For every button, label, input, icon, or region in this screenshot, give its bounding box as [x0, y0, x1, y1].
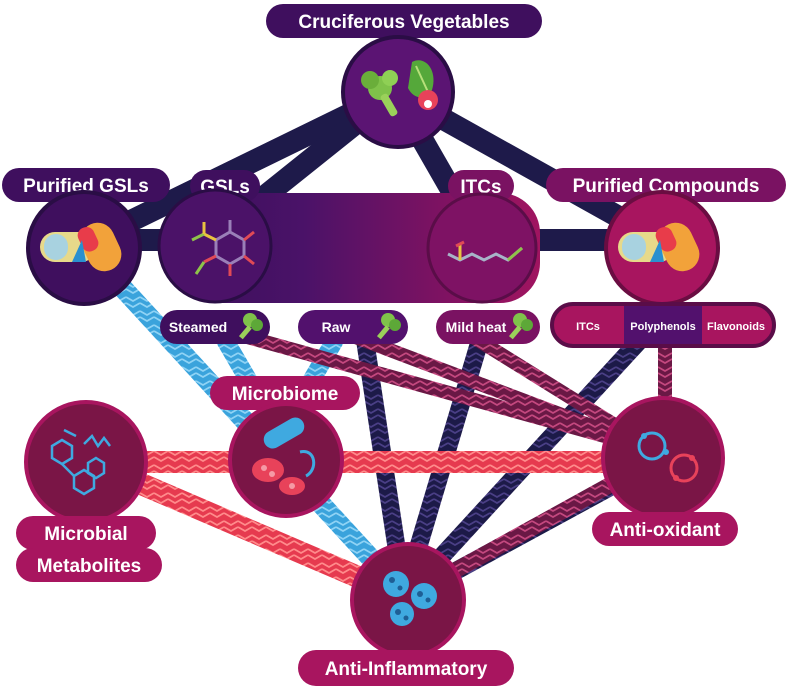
node-cruciferous[interactable]: Cruciferous Vegetables: [266, 4, 542, 149]
cruciferous-circle: [341, 35, 455, 149]
microbiome-label: Microbiome: [232, 384, 339, 405]
node-purified-compounds[interactable]: Purified Compounds: [546, 168, 786, 306]
node-itcs[interactable]: ITCs: [426, 170, 538, 304]
bacteria-icon: [252, 417, 316, 495]
preparation-raw[interactable]: Raw: [298, 310, 408, 344]
vegetables-icon: [361, 60, 438, 117]
microbiome-circle: [228, 402, 344, 518]
mild-heat-label: Mild heat: [446, 319, 507, 335]
broccoli-icon: [508, 313, 533, 340]
capsule-icon: [618, 222, 700, 272]
node-purified-gsls[interactable]: Purified GSLs: [2, 168, 170, 306]
capsule-icon: [40, 222, 122, 272]
broccoli-icon: [376, 313, 401, 340]
purified-compounds-label-pill: [546, 168, 786, 202]
node-anti-inflammatory[interactable]: Anti-Inflammatory: [298, 542, 514, 686]
anti-oxidant-circle: [601, 396, 725, 520]
cells-icon: [383, 571, 437, 626]
cruciferous-label-pill: [266, 4, 542, 38]
molecule-icon: [191, 220, 255, 276]
itcs-label-pill: [448, 170, 514, 202]
purified-gsls-label: Purified GSLs: [23, 176, 149, 197]
node-anti-oxidant[interactable]: Anti-oxidant: [592, 396, 738, 546]
purified-compounds-label: Purified Compounds: [573, 176, 760, 197]
compound-flavonoids: Flavonoids: [707, 321, 765, 333]
raw-label: Raw: [322, 319, 351, 335]
metabolites-label-line1: Microbial: [44, 524, 127, 545]
compounds-bar-middle: [624, 306, 702, 344]
broccoli-icon: [238, 313, 263, 340]
edge-raw-anti-oxidant: [347, 328, 658, 457]
cruciferous-label: Cruciferous Vegetables: [298, 12, 509, 33]
anti-inflammatory-label-pill: [298, 650, 514, 686]
metabolites-label-pill-2: [16, 548, 162, 582]
oxidation-icon: [637, 431, 699, 483]
compound-polyphenols: Polyphenols: [630, 321, 695, 333]
compounds-bar: ITCs Polyphenols Flavonoids: [550, 302, 776, 348]
itcs-circle: [426, 192, 538, 304]
metabolites-icon: [50, 428, 111, 496]
node-microbiome[interactable]: Microbiome: [210, 376, 360, 518]
purified-gsls-label-pill: [2, 168, 170, 202]
anti-inflammatory-circle: [350, 542, 466, 658]
steamed-label: Steamed: [169, 319, 227, 335]
preparation-mild-heat[interactable]: Mild heat: [436, 310, 540, 344]
molecule-chain-icon: [447, 240, 523, 262]
anti-oxidant-label: Anti-oxidant: [610, 520, 721, 541]
preparation-steamed[interactable]: Steamed: [160, 310, 270, 344]
metabolites-label-line2: Metabolites: [37, 556, 142, 577]
anti-inflammatory-label: Anti-Inflammatory: [325, 659, 488, 680]
itcs-label: ITCs: [460, 177, 501, 198]
metabolites-circle: [24, 400, 148, 524]
node-microbial-metabolites[interactable]: Microbial Metabolites: [16, 400, 162, 582]
compound-itcs: ITCs: [576, 321, 600, 333]
edge-cruciferous-purified-gsls: [87, 82, 400, 250]
anti-oxidant-label-pill: [592, 512, 738, 546]
microbiome-label-pill: [210, 376, 360, 410]
node-gsls[interactable]: GSLs: [157, 170, 273, 304]
metabolites-label-pill-1: [16, 516, 156, 550]
